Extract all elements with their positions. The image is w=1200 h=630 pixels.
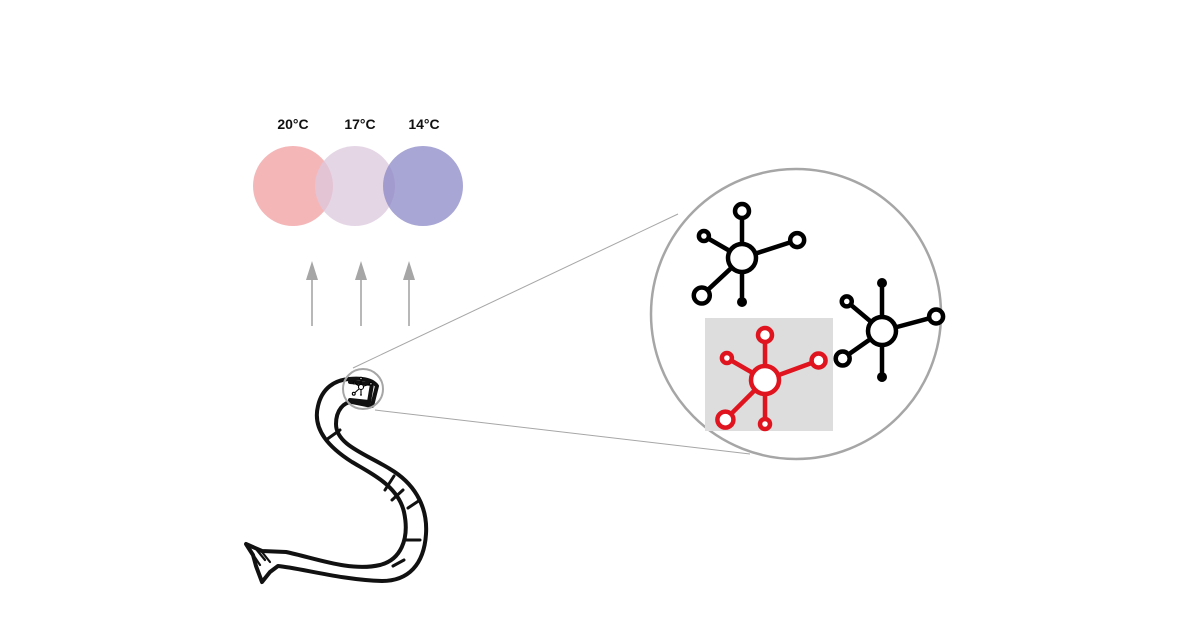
molecule-bond: [354, 382, 360, 387]
molecule-core: [725, 241, 759, 275]
molecule-bond: [362, 383, 371, 387]
molecule-atom: [359, 376, 363, 381]
molecule-atom: [732, 201, 752, 221]
molecule-atom: [809, 351, 828, 370]
molecule-bond: [753, 239, 793, 256]
molecule-bond: [846, 336, 873, 357]
molecule-atom: [719, 350, 735, 366]
molecule-atom: [369, 381, 373, 386]
molecule-bond: [775, 360, 815, 378]
molecule-atom: [360, 394, 362, 396]
molecule-bond: [728, 387, 758, 417]
worm-icon: [244, 376, 429, 584]
molecule-bond: [893, 316, 932, 330]
molecule-atom: [352, 381, 356, 385]
arrows: [306, 261, 415, 326]
molecule-atom: [757, 416, 773, 432]
temp-circle-20: [253, 146, 333, 226]
molecule-icon-highlighted: [715, 325, 828, 432]
molecule-atom: [839, 294, 855, 309]
up-arrow-icon: [403, 261, 415, 326]
temp-circle-14: [383, 146, 463, 226]
molecule-icon-small: [351, 376, 373, 396]
temp-label-14: 14°C: [408, 116, 439, 132]
temp-label-20: 20°C: [277, 116, 308, 132]
molecule-atom: [787, 230, 807, 250]
molecule-atom: [715, 409, 736, 430]
molecule-icon: [833, 278, 946, 382]
zoom-connectors: [352, 213, 751, 455]
molecule-atom: [691, 285, 713, 306]
temp-circle-17: [315, 146, 395, 226]
molecule-atom: [833, 349, 852, 368]
molecule-bond: [354, 388, 360, 394]
molecule-bond: [848, 302, 874, 325]
molecule-bond: [705, 236, 733, 254]
molecule-core: [748, 363, 782, 397]
molecule-atom: [926, 307, 946, 326]
up-arrow-icon: [355, 261, 367, 326]
molecule-atom: [351, 391, 356, 396]
zoom-circle-small: [342, 368, 384, 410]
molecule-atom: [696, 228, 712, 244]
temperature-circles: [253, 146, 463, 226]
molecule-core: [865, 314, 899, 348]
molecule-atom: [877, 278, 887, 288]
molecule-bond: [705, 265, 735, 293]
temperature-labels: 20°C 17°C 14°C: [277, 116, 439, 132]
molecule-atom: [737, 297, 747, 307]
molecule-core: [357, 383, 365, 391]
temp-label-17: 17°C: [344, 116, 375, 132]
up-arrow-icon: [306, 261, 318, 326]
molecule-bond: [728, 358, 756, 376]
molecule-atom: [877, 372, 887, 382]
molecule-icon: [691, 201, 807, 307]
molecule-atom: [755, 325, 775, 345]
